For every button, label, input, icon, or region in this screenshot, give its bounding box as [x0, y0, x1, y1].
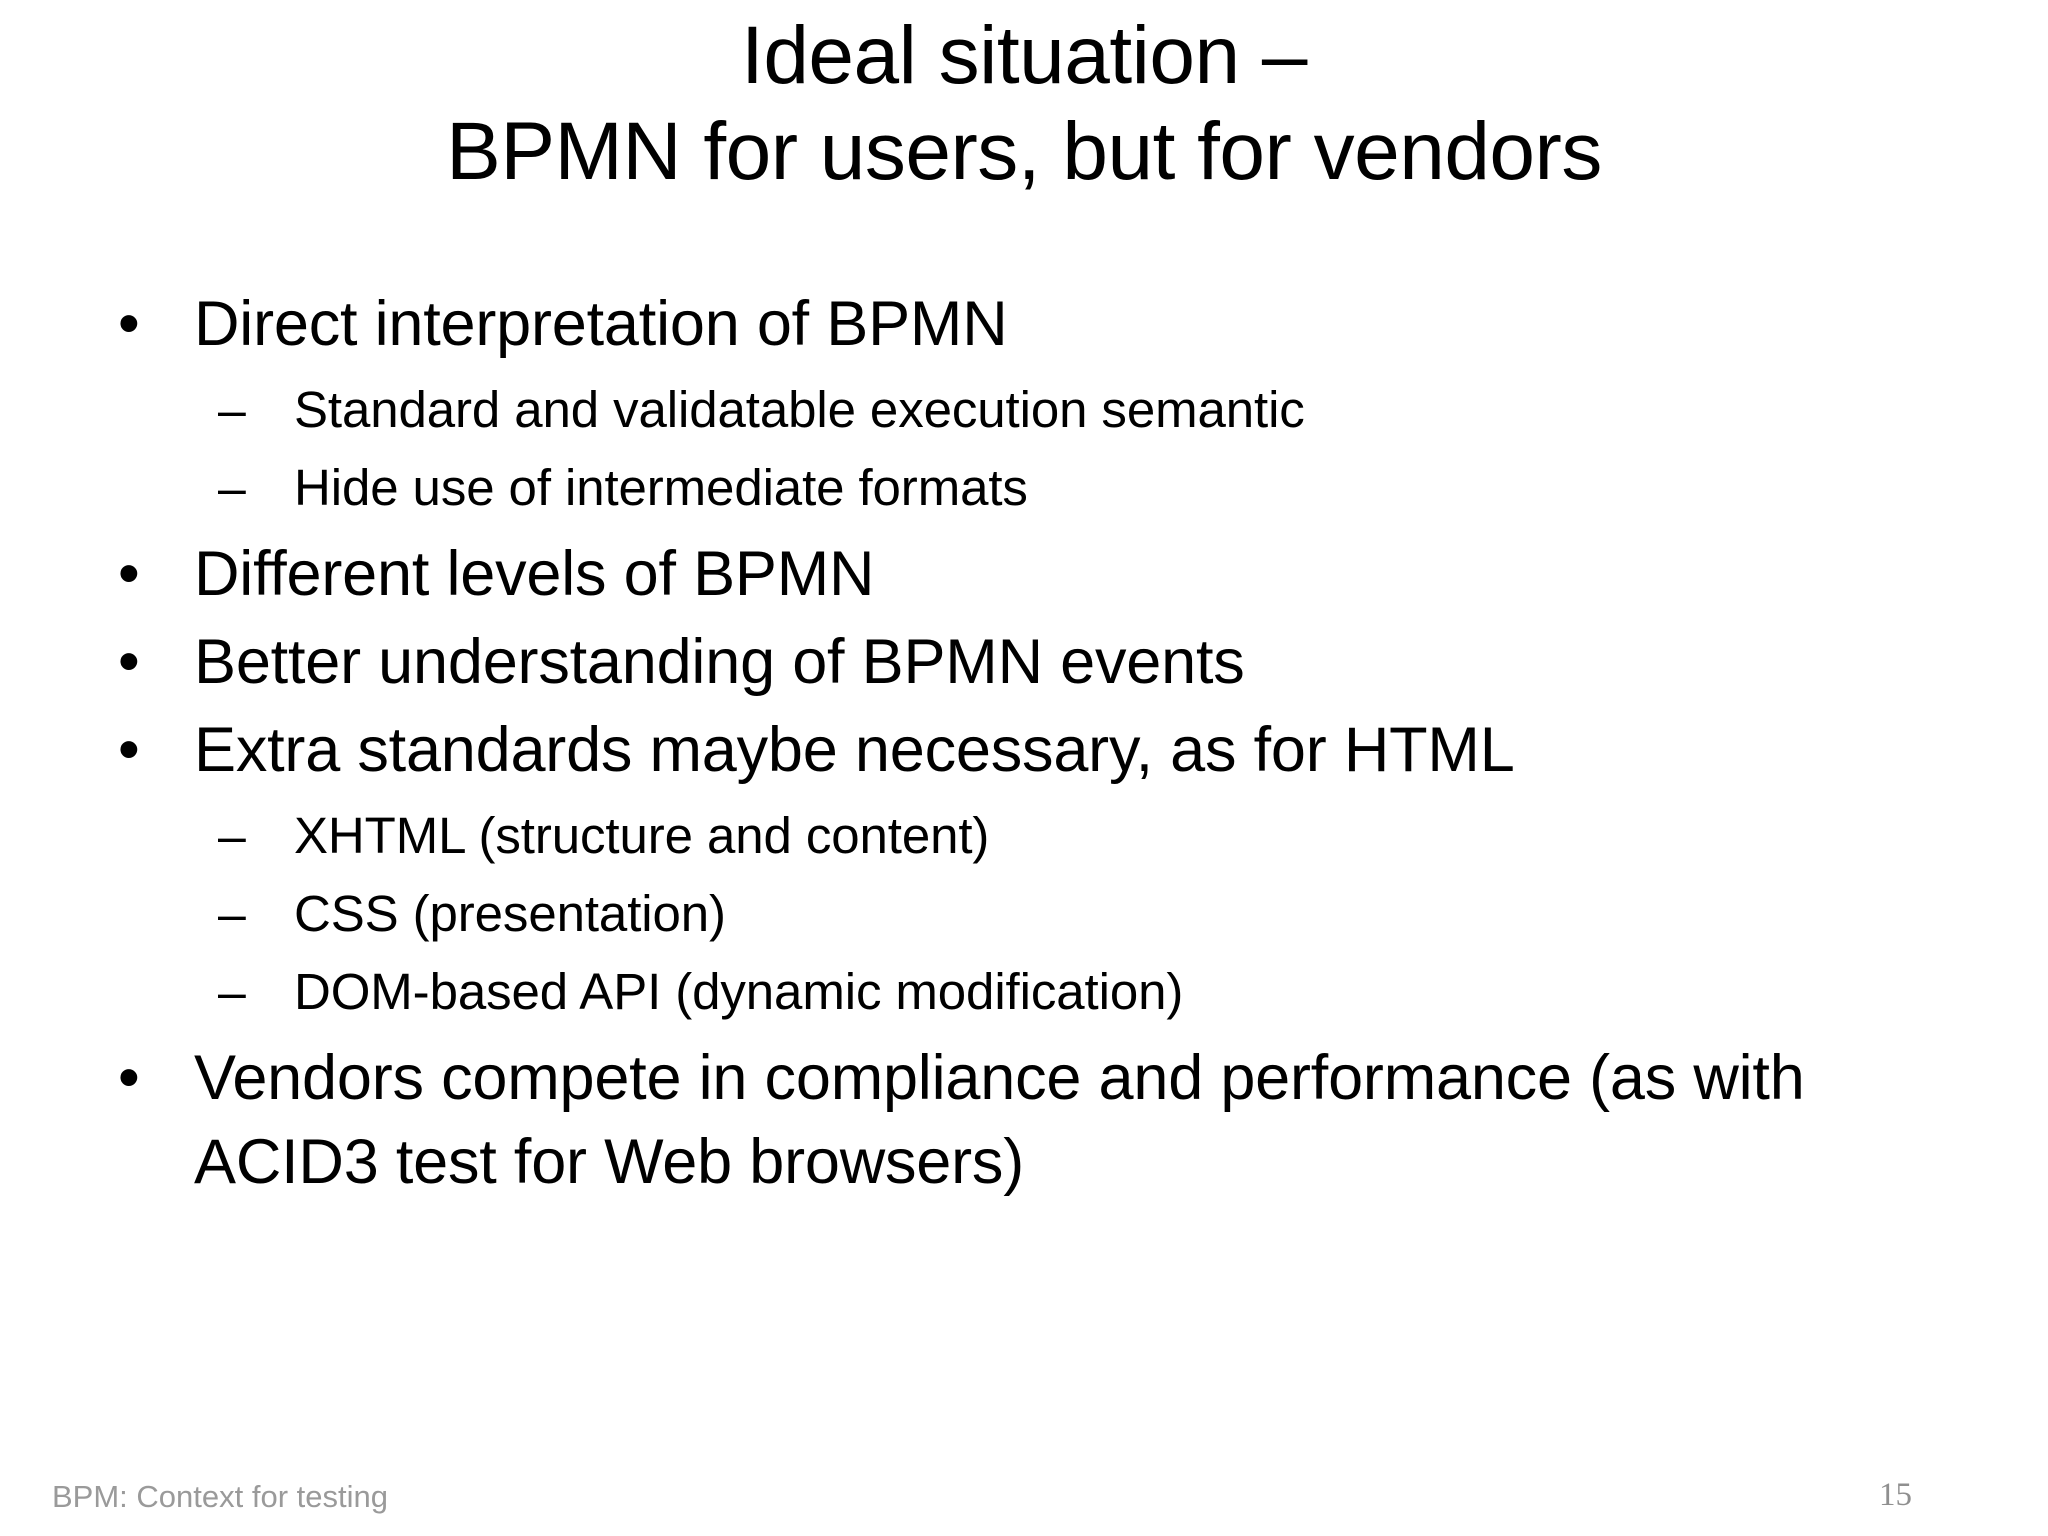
sub-bullet-text: DOM-based API (dynamic modification) [294, 963, 1184, 1020]
sub-bullet-dash-icon: – [218, 808, 246, 864]
sub-bullet-text: XHTML (structure and content) [294, 807, 990, 864]
slide-body: • Direct interpretation of BPMN – Standa… [0, 282, 2048, 1208]
sub-bullet-item: – Standard and validatable execution sem… [0, 372, 2048, 448]
bullet-text: Extra standards maybe necessary, as for … [194, 715, 1515, 785]
bullet-dot-icon: • [118, 715, 140, 784]
footer-label: BPM: Context for testing [52, 1479, 388, 1514]
bullet-item: • Vendors compete in compliance and perf… [0, 1036, 2048, 1204]
sub-bullet-text: CSS (presentation) [294, 885, 726, 942]
bullet-text: Direct interpretation of BPMN [194, 289, 1008, 359]
sub-bullet-text: Hide use of intermediate formats [294, 459, 1028, 516]
sub-bullet-item: – DOM-based API (dynamic modification) [0, 954, 2048, 1030]
bullet-text: Better understanding of BPMN events [194, 627, 1245, 697]
sub-bullet-item: – XHTML (structure and content) [0, 798, 2048, 874]
bullet-item: • Extra standards maybe necessary, as fo… [0, 708, 2048, 792]
bullet-item: • Different levels of BPMN [0, 532, 2048, 616]
bullet-text: Vendors compete in compliance and perfor… [194, 1043, 1805, 1197]
page-number: 15 [1879, 1477, 1912, 1513]
slide-title: Ideal situation – BPMN for users, but fo… [0, 8, 2048, 200]
bullet-dot-icon: • [118, 289, 140, 358]
bullet-dot-icon: • [118, 539, 140, 608]
sub-bullet-dash-icon: – [218, 886, 246, 942]
sub-bullet-text: Standard and validatable execution seman… [294, 381, 1305, 438]
bullet-item: • Better understanding of BPMN events [0, 620, 2048, 704]
sub-bullet-dash-icon: – [218, 382, 246, 438]
sub-bullet-dash-icon: – [218, 964, 246, 1020]
bullet-dot-icon: • [118, 627, 140, 696]
bullet-dot-icon: • [118, 1043, 140, 1112]
title-line-2: BPMN for users, but for vendors [446, 106, 1602, 197]
sub-bullet-item: – Hide use of intermediate formats [0, 450, 2048, 526]
bullet-item: • Direct interpretation of BPMN [0, 282, 2048, 366]
bullet-text: Different levels of BPMN [194, 539, 875, 609]
title-line-1: Ideal situation – [741, 10, 1307, 101]
sub-bullet-dash-icon: – [218, 460, 246, 516]
sub-bullet-item: – CSS (presentation) [0, 876, 2048, 952]
